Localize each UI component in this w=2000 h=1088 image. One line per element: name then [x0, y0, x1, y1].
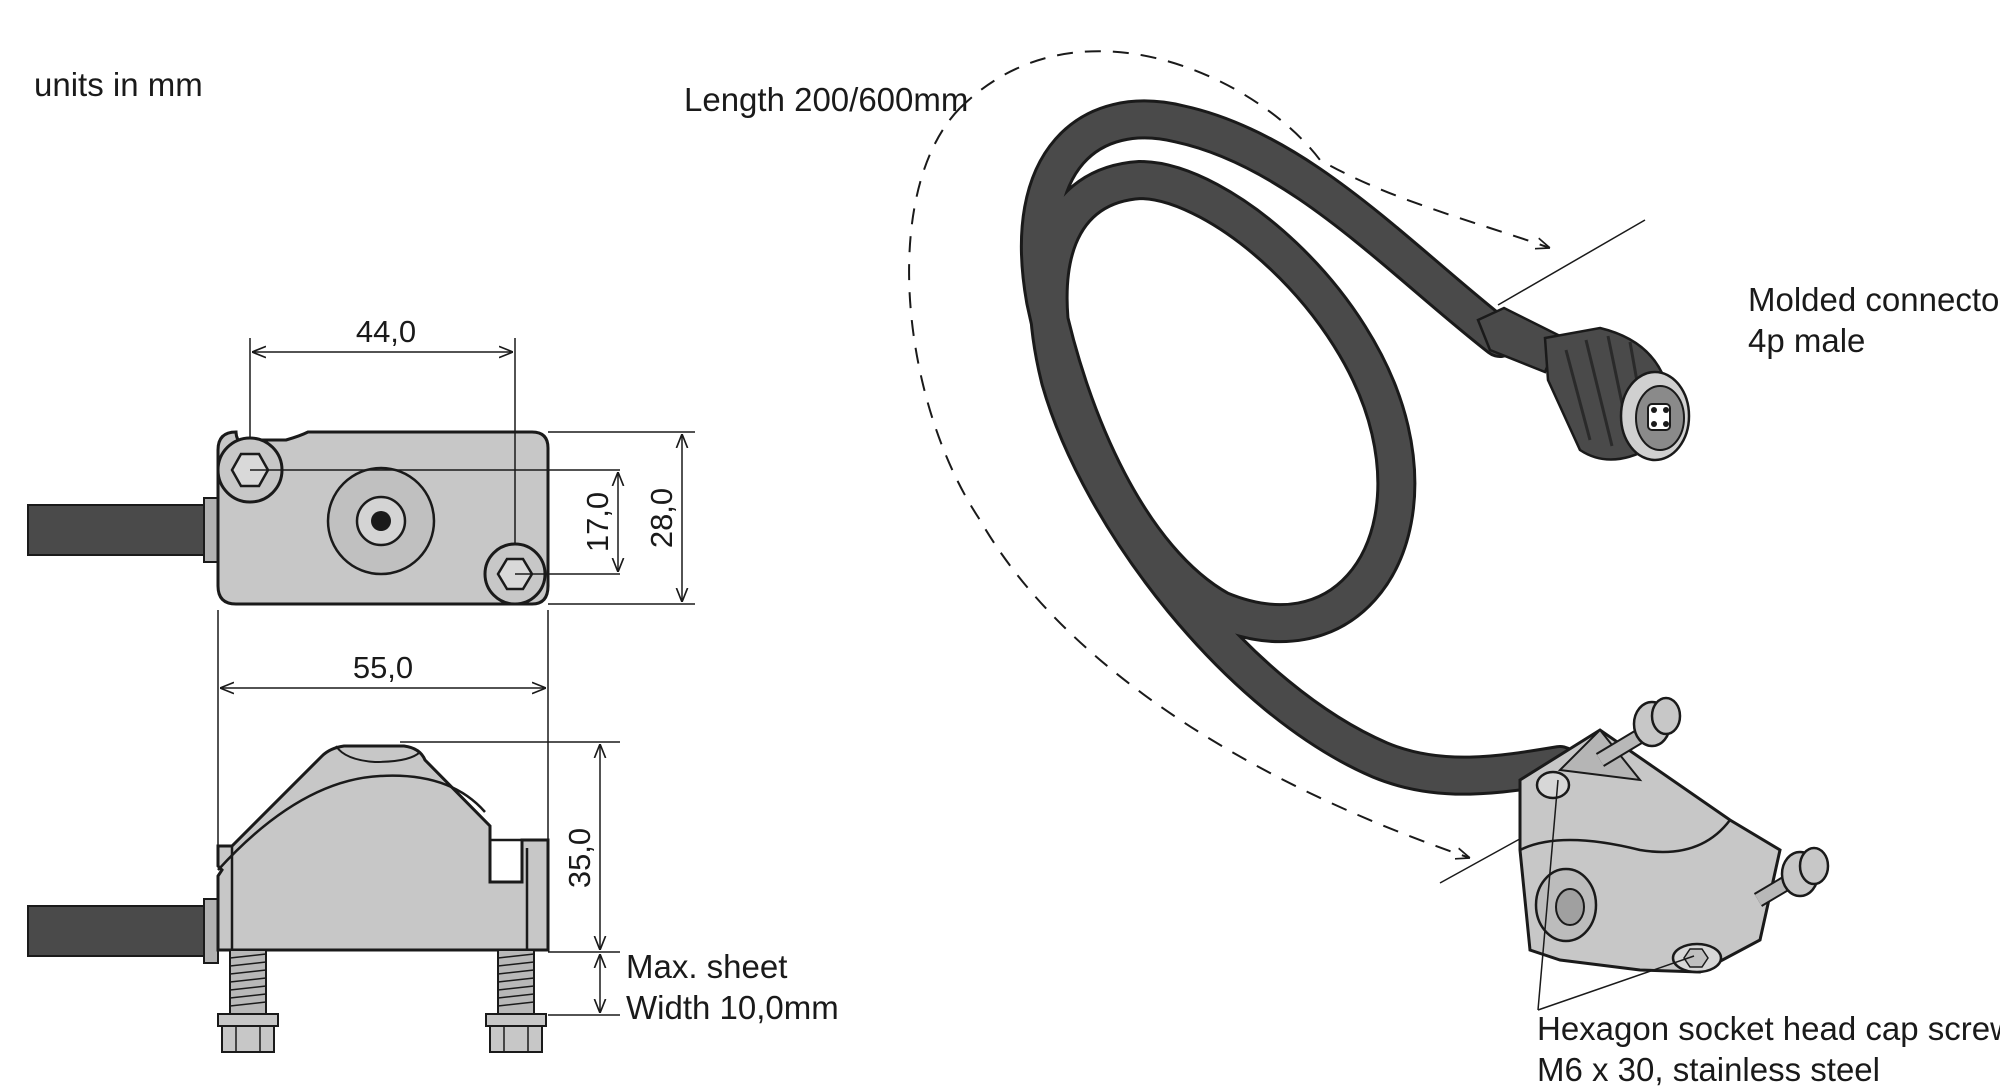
screw-right-icon	[485, 949, 547, 1053]
top-view: 44,0 17,0 28,0	[27, 314, 695, 606]
screw-label-line2: M6 x 30, stainless steel	[1537, 1051, 1880, 1088]
dimension-side-height: 35,0	[562, 828, 597, 888]
sensor-face-icon	[326, 466, 436, 576]
sheet-label-line2: Width 10,0mm	[626, 989, 839, 1026]
side-view-body	[216, 744, 550, 952]
top-view-cable	[27, 497, 219, 563]
sheet-label-line1: Max. sheet	[626, 948, 787, 985]
connector-label-line2: 4p male	[1748, 322, 1865, 359]
cable-loop	[1019, 99, 1580, 796]
screw-left-icon	[217, 949, 279, 1053]
side-view-cable	[27, 898, 219, 964]
length-arc	[959, 50, 1550, 248]
iso-screw-lower-icon	[1753, 846, 1830, 907]
units-note: units in mm	[34, 66, 203, 103]
dimension-top-width: 44,0	[356, 314, 416, 349]
connector-label-line1: Molded connector	[1748, 281, 2000, 318]
molded-connector-icon	[1476, 306, 1691, 462]
iso-screw-upper-icon	[1595, 696, 1682, 767]
screw-label-line1: Hexagon socket head cap screw	[1537, 1010, 2000, 1047]
dimension-side-width: 55,0	[353, 650, 413, 685]
dimension-body-height: 28,0	[644, 488, 679, 548]
side-view: 55,0	[27, 610, 839, 1053]
dimension-hole-spacing: 17,0	[580, 492, 615, 552]
iso-sensor-body	[1518, 728, 1782, 974]
isometric-view: Length 200/600mm Molded connector 4p mal…	[684, 50, 2000, 1088]
length-label: Length 200/600mm	[684, 81, 968, 118]
